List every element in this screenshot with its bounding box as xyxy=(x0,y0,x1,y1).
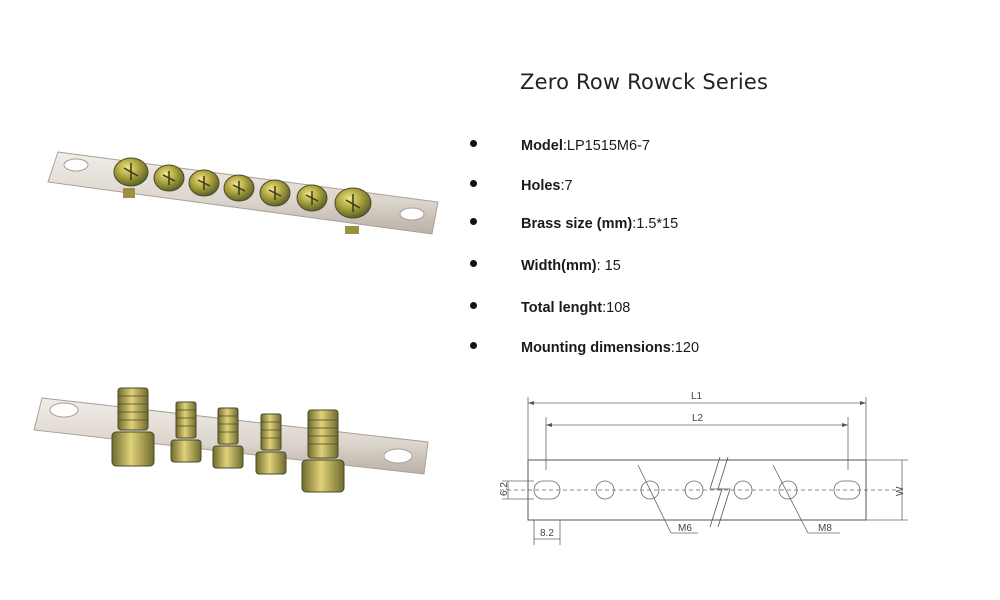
spec-value: LP1515M6-7 xyxy=(566,138,650,154)
spec-label: Brass size (mm) xyxy=(521,216,633,232)
spec-label: Model xyxy=(521,138,563,154)
bullet-icon xyxy=(470,302,477,309)
busbar-photo-bottom xyxy=(33,387,429,493)
spec-label: Mounting dimensions xyxy=(521,340,671,356)
dim-m6: M6 xyxy=(678,523,692,534)
dim-m8: M8 xyxy=(818,523,832,534)
busbar-photo-top xyxy=(47,151,439,235)
spec-label: Total lenght xyxy=(521,300,603,316)
dim-width: W xyxy=(895,486,906,496)
bullet-icon xyxy=(470,218,477,225)
dim-l1: L1 xyxy=(691,391,703,402)
dimension-drawing: L1 L2 6.2 8.2 M6 M8 W xyxy=(499,391,908,545)
spec-value: 120 xyxy=(674,340,700,356)
threaded-studs xyxy=(111,387,345,493)
product-title: Zero Row Rowck Series xyxy=(520,70,769,94)
dim-offset: 8.2 xyxy=(540,528,554,539)
bullet-icon xyxy=(470,180,477,187)
spec-value: 7 xyxy=(564,178,573,194)
bullet-icon xyxy=(470,260,477,267)
dim-l2: L2 xyxy=(692,413,704,424)
bullet-icon xyxy=(470,140,477,147)
spec-value: 15 xyxy=(600,258,621,274)
spec-value: 1.5*15 xyxy=(636,216,679,232)
spec-value: 108 xyxy=(606,300,631,316)
dim-height: 6.2 xyxy=(499,482,510,496)
spec-label: Holes xyxy=(521,178,561,194)
spec-label: Width(mm) xyxy=(521,258,597,274)
bullet-icon xyxy=(470,342,477,349)
